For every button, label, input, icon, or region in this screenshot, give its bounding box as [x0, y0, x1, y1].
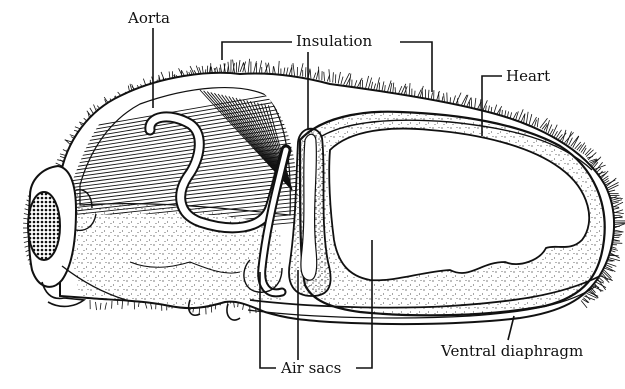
hair-strand: [365, 76, 368, 89]
hair-strand: [515, 111, 518, 120]
hair-strand: [571, 136, 579, 147]
hair-strand: [608, 185, 619, 190]
hair-strand: [314, 73, 316, 79]
hair-strand: [289, 67, 292, 75]
hair-strand: [371, 82, 373, 90]
hair-strand: [355, 80, 357, 87]
hair-strand: [483, 100, 488, 110]
hair-strand: [409, 83, 410, 96]
hair-strand: [284, 68, 285, 75]
label-aorta: Aorta: [128, 11, 170, 26]
label-insulation: Insulation: [296, 34, 372, 49]
compound-eye: [28, 192, 60, 260]
hair-strand: [589, 290, 597, 296]
hair-strand: [563, 130, 566, 142]
hair-strand: [100, 303, 101, 310]
hair-strand: [554, 131, 557, 136]
label-heart: Heart: [506, 69, 550, 84]
hair-strand: [466, 98, 471, 108]
hair-strand: [105, 303, 107, 310]
hair-strand: [266, 63, 268, 74]
hair-strand: [324, 72, 325, 81]
hair-strand: [338, 72, 340, 84]
hair-strand: [569, 138, 573, 145]
hair-strand: [471, 97, 472, 108]
hair-strand: [316, 70, 318, 79]
hair-strand: [248, 59, 249, 73]
hair-strand: [268, 63, 270, 74]
hair-strand: [329, 69, 330, 82]
hair-strand: [310, 70, 311, 79]
hair-strand: [273, 67, 274, 75]
hair-strand: [254, 61, 257, 73]
hair-strand: [393, 83, 394, 94]
hair-strand: [278, 61, 279, 75]
hair-strand: [401, 84, 406, 95]
hair-strand: [529, 114, 532, 125]
hair-strand: [344, 73, 350, 85]
hair-strand: [382, 81, 384, 91]
hair-strand: [357, 78, 362, 88]
hair-strand: [333, 72, 334, 82]
hair-strand: [341, 77, 343, 85]
hair-strand: [319, 67, 320, 80]
hair-strand: [537, 118, 538, 127]
hair-strand: [259, 60, 262, 73]
hair-strand: [585, 148, 591, 155]
hair-strand: [228, 62, 229, 73]
hair-strand: [379, 83, 380, 92]
hair-strand: [550, 129, 553, 134]
hair-strand: [475, 98, 476, 109]
hair-strand: [238, 60, 240, 72]
hair-strand: [274, 66, 276, 74]
hair-strand: [286, 67, 288, 75]
hair-strand: [608, 190, 615, 192]
label-ventral-diaphragm: Ventral diaphragm: [441, 344, 583, 359]
hair-strand: [567, 131, 572, 143]
hair-strand: [293, 63, 295, 76]
hair-strand: [360, 80, 361, 88]
label-air-sacs: Air sacs: [281, 361, 341, 376]
hair-strand: [96, 302, 97, 310]
hair-strand: [575, 142, 581, 149]
hair-strand: [480, 99, 481, 110]
hair-strand: [526, 112, 528, 124]
